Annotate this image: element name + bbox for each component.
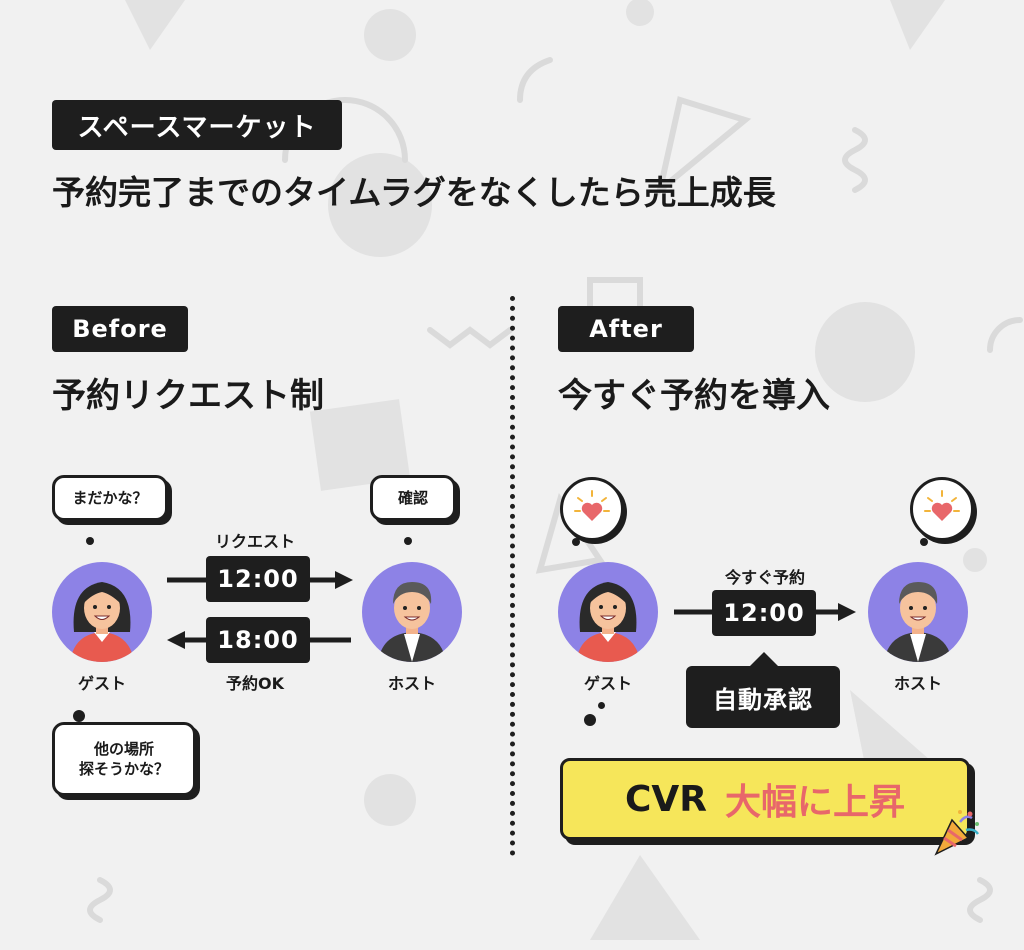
- cvr-result-banner: CVR 大幅に上昇: [560, 758, 970, 840]
- guest-heart-bubble: [560, 477, 624, 541]
- instant-booking-label: 今すぐ予約: [724, 568, 805, 587]
- after-tag: After: [558, 306, 694, 352]
- guest-label: ゲスト: [583, 674, 632, 693]
- guest-label: ゲスト: [77, 674, 126, 693]
- party-popper-icon: [934, 810, 980, 856]
- bubble-dot: [404, 537, 412, 545]
- guest-worry-line1: 他の場所: [93, 739, 154, 758]
- cvr-result-text: 大幅に上昇: [725, 782, 906, 823]
- guest-worry-line2: 探そうかな？: [78, 760, 169, 778]
- auto-approve-pointer: [748, 652, 780, 668]
- heart-icon: [574, 490, 610, 521]
- host-avatar: [362, 562, 462, 662]
- reply-time-value: 18:00: [217, 626, 299, 654]
- host-heart-bubble: [910, 477, 974, 541]
- after-heading: 今すぐ予約を導入: [558, 376, 830, 416]
- guest-avatar: [558, 562, 658, 662]
- section-divider: [510, 296, 515, 856]
- before-heading: 予約リクエスト制: [52, 376, 324, 416]
- instant-booking-time-value: 12:00: [723, 599, 805, 627]
- cvr-prefix: CVR: [624, 778, 707, 820]
- before-tag-label: Before: [72, 315, 168, 343]
- brand-tag: スペースマーケット: [52, 100, 342, 150]
- host-label: ホスト: [387, 674, 436, 693]
- request-time-value: 12:00: [217, 565, 299, 593]
- host-thought-text: 確認: [397, 488, 428, 507]
- heart-icon: [924, 490, 960, 521]
- reply-label: 予約OK: [225, 674, 284, 693]
- reply-time: 18:00: [206, 617, 310, 663]
- guest-avatar: [52, 562, 152, 662]
- host-thought-bubble: 確認: [370, 475, 456, 521]
- bubble-dot: [86, 537, 94, 545]
- bubble-dot: [598, 702, 605, 709]
- brand-name: スペースマーケット: [77, 112, 317, 143]
- host-avatar: [868, 562, 968, 662]
- guest-worry-bubble: 他の場所 探そうかな？: [52, 722, 196, 796]
- request-time: 12:00: [206, 556, 310, 602]
- bubble-dot: [920, 538, 928, 546]
- auto-approve-text: 自動承認: [713, 685, 813, 714]
- bubble-dot: [73, 710, 85, 722]
- before-tag: Before: [52, 306, 188, 352]
- bubble-dot: [584, 714, 596, 726]
- guest-thought-bubble: まだかな？: [52, 475, 168, 521]
- host-label: ホスト: [893, 674, 942, 693]
- instant-booking-time: 12:00: [712, 590, 816, 636]
- page-title: 予約完了までのタイムラグをなくしたら売上成長: [52, 173, 776, 212]
- request-label: リクエスト: [214, 532, 295, 551]
- bubble-dot: [572, 538, 580, 546]
- guest-thought-text: まだかな？: [72, 488, 148, 507]
- after-tag-label: After: [589, 315, 663, 343]
- auto-approve-box: 自動承認: [686, 666, 840, 728]
